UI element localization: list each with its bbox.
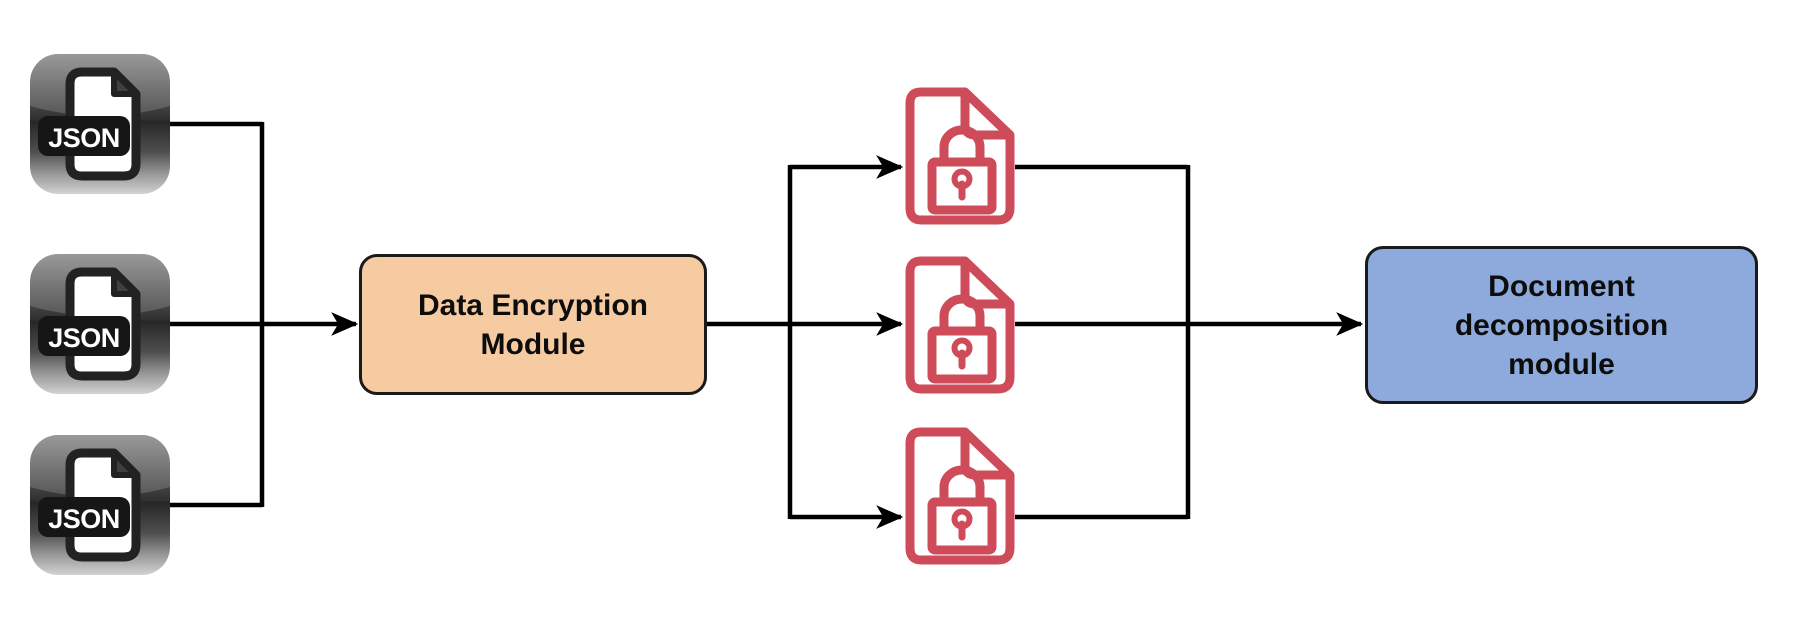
encrypted-document-lock-icon [910,261,1010,389]
encrypted-document-lock-icon [910,92,1010,220]
encryption-module-label: Data Encryption Module [417,288,649,361]
connector-lines [170,121,1364,529]
json-badge-label: JSON [48,323,120,353]
encrypted-document-lock-icon [910,432,1010,560]
decomposition-module-label: Document decomposition module [1454,269,1669,381]
json-badge-label: JSON [48,504,120,534]
json-file-icon: JSON [30,435,170,575]
json-badge-label: JSON [48,123,120,153]
json-file-icon: JSON [30,54,170,194]
decomposition-module-node: Document decomposition module [1365,246,1758,404]
json-file-icon: JSON [30,254,170,394]
encryption-module-node: Data Encryption Module [359,254,707,395]
